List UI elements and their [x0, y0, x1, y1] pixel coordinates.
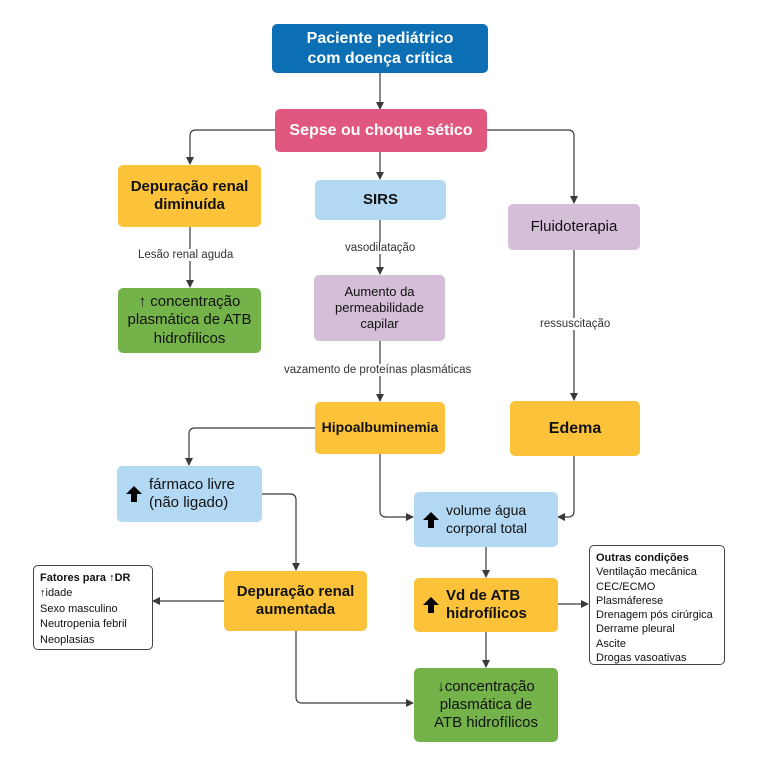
conc-down-label: ↓concentração plasmática de ATB hidrofíl… [434, 677, 538, 732]
permeability-label: Aumento da permeabilidade capilar [335, 284, 424, 331]
conc-up-label: ↑ concentração plasmática de ATB hidrofí… [127, 293, 252, 347]
renal-increased-node: Depuração renal aumentada [224, 571, 367, 631]
arrow-up-icon [126, 486, 142, 502]
edge-sepsis-fluid [487, 129, 578, 204]
permeability-node: Aumento da permeabilidade capilar [314, 275, 445, 341]
fluid-node: Fluidoterapia [508, 204, 640, 250]
edge-label-aki: Lesão renal aguda [136, 249, 236, 261]
sepsis-label: Sepse ou choque sético [289, 121, 473, 139]
risk-factor-item: Neoplasias [40, 633, 95, 646]
hypoalbumin-node: Hipoalbuminemia [315, 402, 445, 454]
edge-hypoalbumin-free-drug [185, 427, 315, 466]
hypoalbumin-label: Hipoalbuminemia [321, 419, 439, 436]
free-drug-label: fármaco livre (não ligado) [149, 475, 235, 511]
renal-decreased-label: Depuração renal diminuída [130, 177, 249, 213]
edge-hypoalbumin-water [379, 454, 414, 521]
renal-decreased-node: Depuração renal diminuída [118, 165, 261, 227]
other-condition-item: Derrame pleural [596, 623, 675, 636]
sepsis-node: Sepse ou choque sético [275, 109, 487, 152]
other-condition-item: CEC/ECMO [596, 580, 656, 593]
arrow-up-icon [423, 511, 439, 528]
other-conditions-title: Outras condições [596, 552, 689, 564]
free-drug-node: fármaco livre (não ligado) [117, 466, 262, 522]
edema-label: Edema [548, 419, 602, 437]
other-condition-item: Drenagem pós cirúrgica [596, 609, 713, 622]
water-volume-label: volume água corporal total [446, 502, 527, 536]
water-volume-node: volume água corporal total [414, 492, 558, 547]
renal-increased-label: Depuração renal aumentada [236, 582, 355, 618]
sirs-node: SIRS [315, 180, 446, 220]
vd-node: Vd de ATB hidrofílicos [414, 578, 558, 632]
risk-factor-item: Sexo masculino [40, 602, 118, 615]
risk-factor-item: Neutropenia febril [40, 618, 127, 631]
edge-label-protein-leak: vazamento de proteínas plasmáticas [282, 364, 474, 376]
sirs-label: SIRS [362, 190, 398, 208]
conc-up-node: ↑ concentração plasmática de ATB hidrofí… [118, 288, 261, 353]
edge-renal-increased-conc-down [295, 631, 414, 707]
other-condition-item: Plasmáferese [596, 594, 664, 607]
other-condition-item: Ascite [596, 637, 626, 650]
edge-label-vasodilation: vasodilatação [343, 242, 418, 254]
vd-label: Vd de ATB hidrofílicos [446, 586, 527, 622]
other-condition-item: Drogas vasoativas [596, 652, 687, 665]
risk-factor-item: ↑idade [40, 587, 73, 600]
other-conditions-box: Outras condições Ventilação mecânica CEC… [589, 545, 725, 665]
edge-sepsis-renal-decreased [186, 129, 275, 165]
risk-factors-title: Fatores para ↑DR [40, 572, 131, 584]
edge-edema-water [557, 456, 575, 521]
conc-down-node: ↓concentração plasmática de ATB hidrofíl… [414, 668, 558, 742]
edge-free-drug-renal-increased [262, 493, 300, 571]
patient-node: Paciente pediátrico com doença crítica [272, 24, 488, 73]
arrow-up-icon [423, 597, 439, 613]
edge-label-resuscitation: ressuscitação [538, 318, 613, 330]
other-condition-item: Ventilação mecânica [596, 566, 697, 579]
fluid-label: Fluidoterapia [530, 217, 618, 235]
patient-label: Paciente pediátrico com doença crítica [306, 29, 454, 67]
risk-factors-box: Fatores para ↑DR ↑idade Sexo masculino N… [33, 565, 153, 650]
edema-node: Edema [510, 401, 640, 456]
